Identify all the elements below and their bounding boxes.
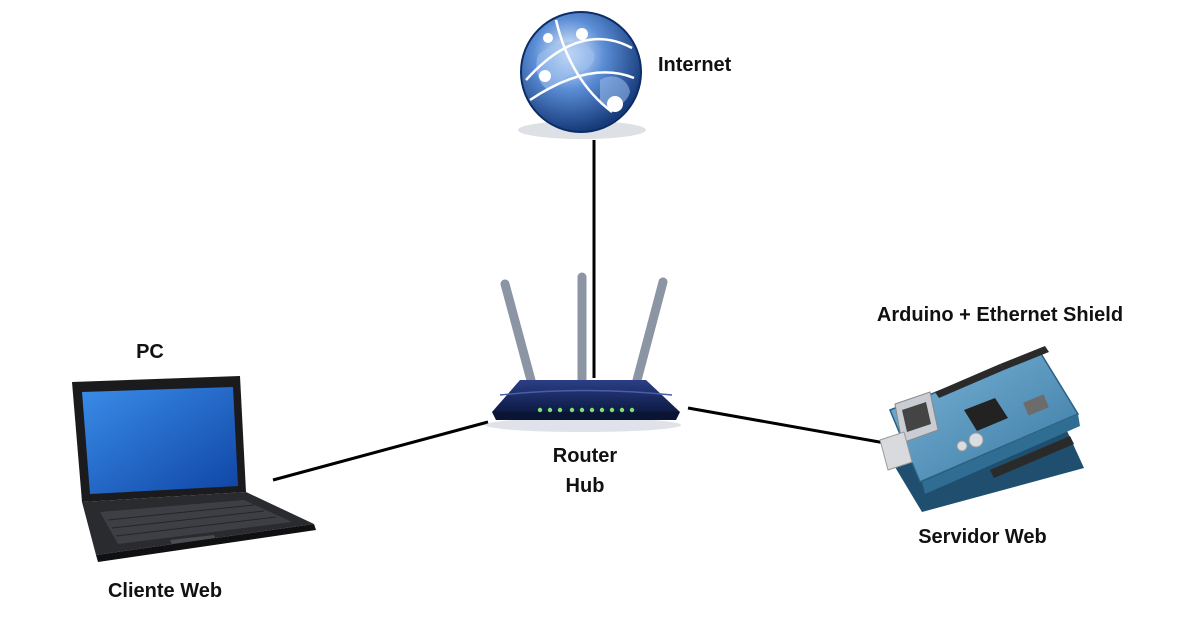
router-label-line1: Router: [552, 445, 618, 467]
pc-caption: Cliente Web: [107, 580, 223, 602]
router-label: Router Hub: [530, 441, 640, 501]
internet-label: Internet: [658, 54, 732, 76]
link-router-arduino: [687, 406, 886, 445]
router-label-line2: Hub: [565, 475, 605, 497]
laptop-icon: [72, 376, 316, 562]
arduino-caption: Servidor Web: [918, 526, 1047, 548]
link-pc-router: [272, 420, 489, 482]
globe-icon: [518, 11, 646, 139]
router-icon: [485, 272, 681, 432]
pc-title: PC: [136, 341, 164, 363]
arduino-board-icon: [879, 346, 1084, 512]
arduino-title: Arduino + Ethernet Shield: [876, 304, 1124, 326]
